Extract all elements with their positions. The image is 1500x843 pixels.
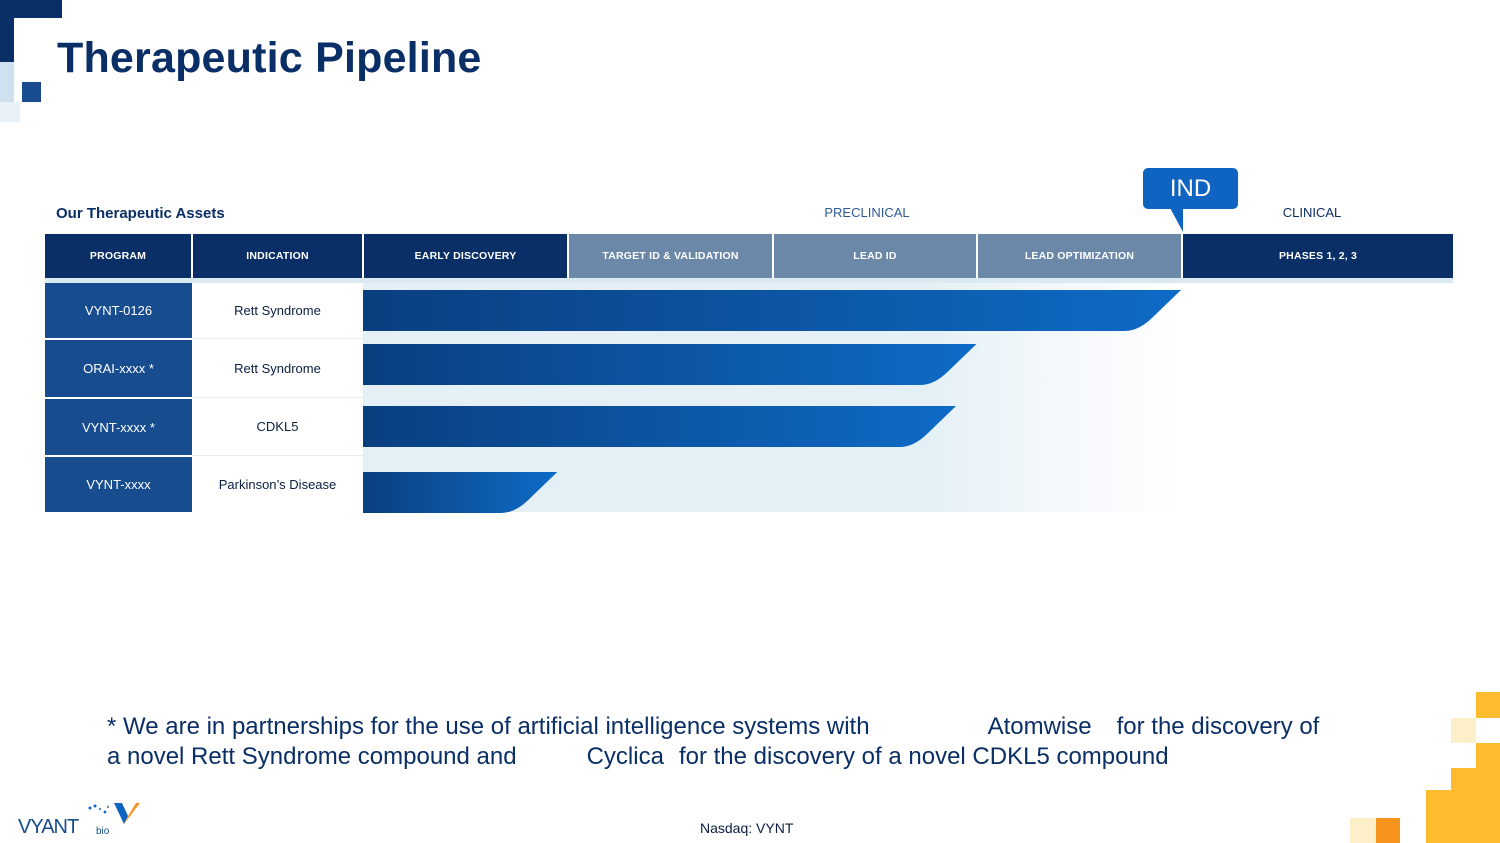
page-title: Therapeutic Pipeline xyxy=(57,34,482,82)
program-cell: VYNT-xxxx * xyxy=(45,399,192,455)
row-separator xyxy=(192,455,363,456)
indication-cell: Parkinson’s Disease xyxy=(192,456,363,512)
footnote-text: * We are in partnerships for the use of … xyxy=(107,713,870,740)
header-lead-id: LEAD ID xyxy=(774,234,976,278)
header-early-discovery: EARLY DISCOVERY xyxy=(364,234,567,278)
clinical-label: CLINICAL xyxy=(1282,205,1342,220)
logo-v-mark-blue xyxy=(114,803,128,824)
preclinical-label: PRECLINICAL xyxy=(824,205,910,220)
header-lead-optimization: LEAD OPTIMIZATION xyxy=(978,234,1181,278)
company-logo: VYANT bio xyxy=(18,803,140,838)
corner-square xyxy=(14,0,62,18)
program-cell: VYNT-0126 xyxy=(45,283,192,338)
progress-bar-1 xyxy=(363,290,1181,331)
footnote: * We are in partnerships for the use of … xyxy=(107,712,1407,772)
ind-callout: IND xyxy=(1143,168,1238,209)
progress-bar-4 xyxy=(363,472,558,513)
partner-cyclica: Cyclica xyxy=(586,743,664,770)
logo-v-mark-orange xyxy=(124,803,140,824)
corner-square xyxy=(1476,743,1500,768)
corner-square xyxy=(1451,768,1500,790)
footnote-text: for the discovery of xyxy=(1116,713,1320,740)
progress-bar-3 xyxy=(363,406,957,447)
header-underline xyxy=(45,278,1453,283)
footnote-text: for the discovery of a novel CDKL5 compo… xyxy=(678,743,1169,770)
assets-label: Our Therapeutic Assets xyxy=(56,205,225,222)
corner-square xyxy=(1426,790,1500,843)
row-separator xyxy=(192,397,363,398)
corner-square xyxy=(0,102,20,122)
partner-atomwise: Atomwise xyxy=(987,713,1092,740)
corner-square xyxy=(1376,818,1400,843)
header-indication: INDICATION xyxy=(193,234,362,278)
program-cell: VYNT-xxxx xyxy=(45,457,192,512)
progress-bar-2 xyxy=(363,344,977,385)
indication-cell: Rett Syndrome xyxy=(192,283,363,338)
indication-cell: Rett Syndrome xyxy=(192,339,363,397)
corner-square xyxy=(22,82,41,102)
indication-cell: CDKL5 xyxy=(192,398,363,455)
logo-suffix: bio xyxy=(96,826,110,837)
header-phases: PHASES 1, 2, 3 xyxy=(1183,234,1453,278)
corner-square xyxy=(0,62,14,102)
footnote-line-2: a novel Rett Syndrome compound and Cyclic… xyxy=(107,742,1407,772)
corner-square xyxy=(1451,718,1476,743)
row-separator xyxy=(192,338,363,339)
program-cell: ORAI-xxxx * xyxy=(45,340,192,397)
header-target-id-validation: TARGET ID & VALIDATION xyxy=(569,234,772,278)
ind-callout-pointer xyxy=(1169,206,1183,232)
corner-square xyxy=(1350,818,1376,843)
ticker: Nasdaq: VYNT xyxy=(700,820,794,836)
footnote-line-1: * We are in partnerships for the use of … xyxy=(107,712,1407,742)
corner-square xyxy=(1476,692,1500,718)
header-program: PROGRAM xyxy=(45,234,191,278)
corner-square xyxy=(0,0,14,62)
logo-wordmark: VYANT xyxy=(18,816,79,838)
footnote-text: a novel Rett Syndrome compound and xyxy=(107,743,517,770)
